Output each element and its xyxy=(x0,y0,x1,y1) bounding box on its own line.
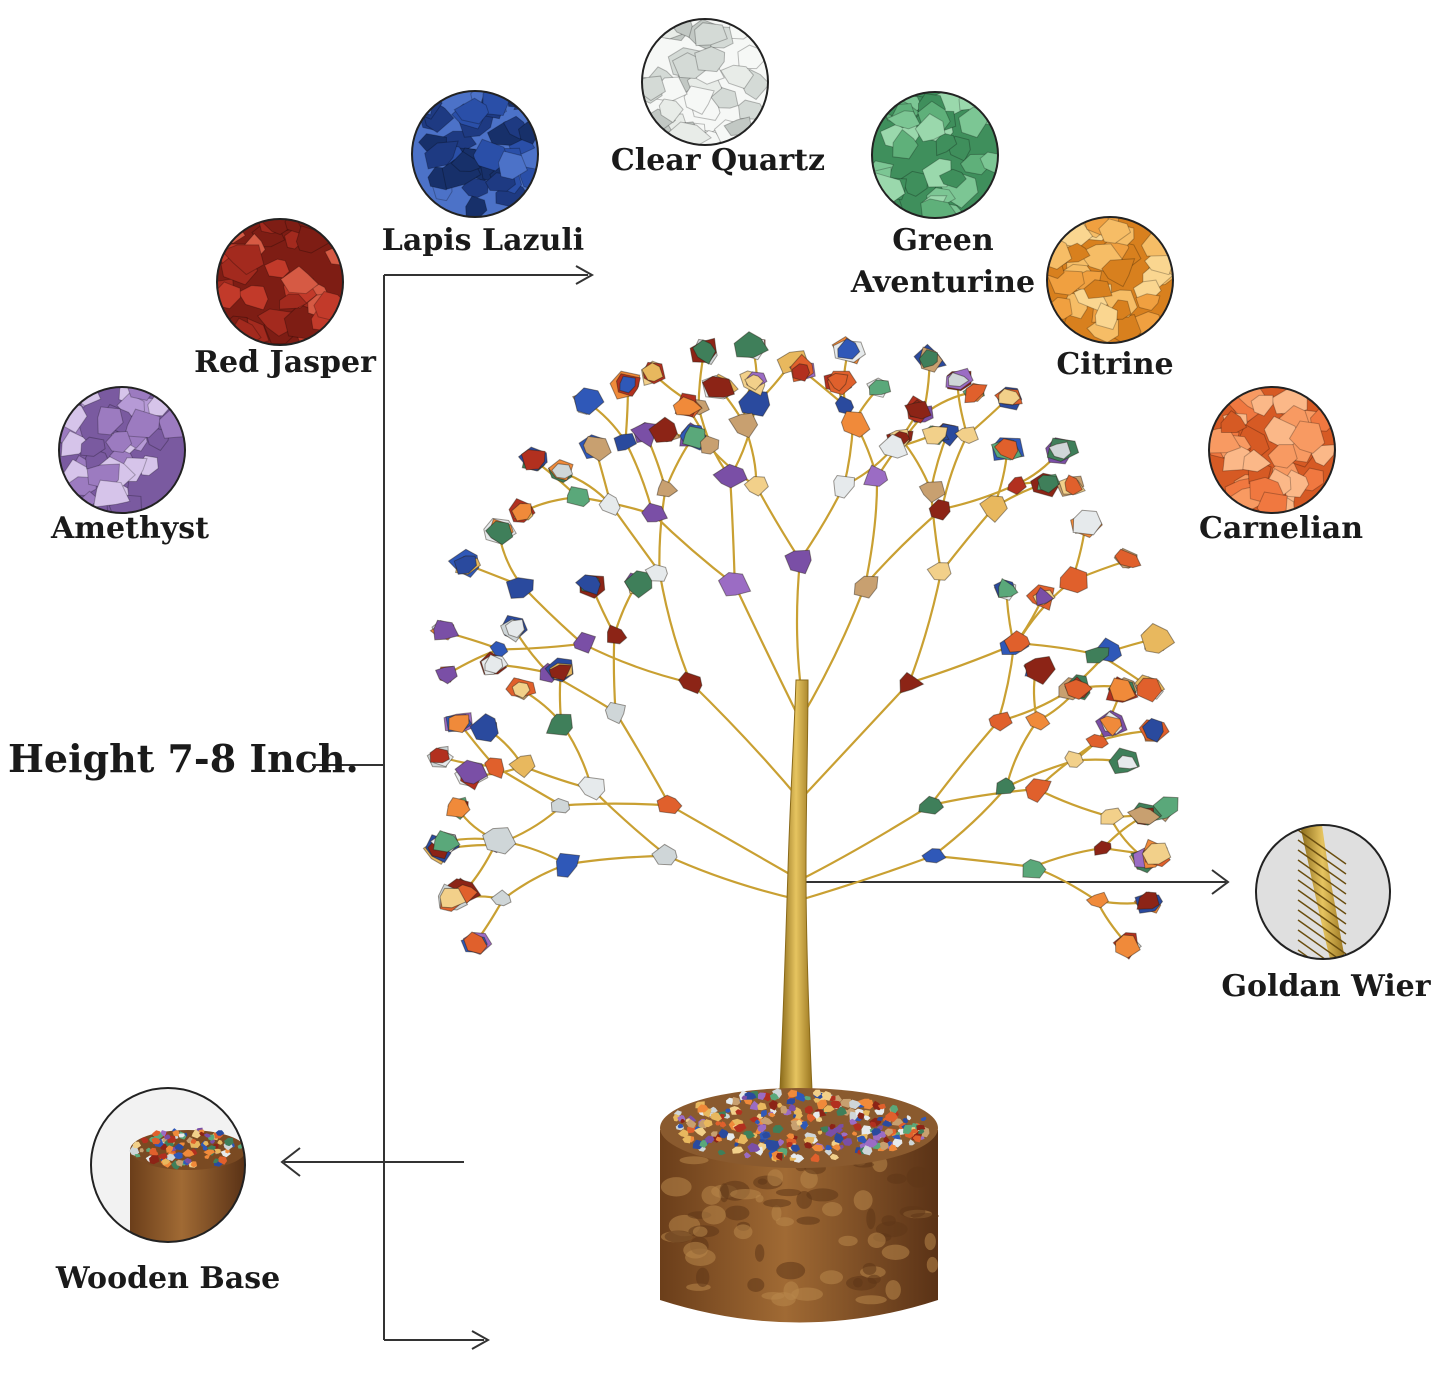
base-arrow xyxy=(280,1147,464,1177)
stone-label-citrine: Citrine xyxy=(1056,347,1174,382)
wire-label: Goldan Wier xyxy=(1221,969,1431,1004)
stone-label-carnelian: Carnelian xyxy=(1198,511,1364,546)
stone-label-red-jasper: Red Jasper xyxy=(194,345,376,380)
stone-label-clear-quartz: Clear Quartz xyxy=(610,143,826,178)
stone-swatch-red-jasper xyxy=(216,218,344,346)
wire-arrow xyxy=(800,869,1230,895)
pot-gravel xyxy=(673,1088,930,1163)
stone-label-green-aventurine: Green Aventurine xyxy=(850,223,1036,300)
stone-swatch-green-aventurine xyxy=(871,91,999,219)
wooden-base-pot xyxy=(660,1088,939,1323)
height-label: Height 7-8 Inch. xyxy=(8,736,359,781)
stone-label-lapis-lazuli: Lapis Lazuli xyxy=(381,223,585,258)
tree-trunk xyxy=(779,679,813,1091)
gemstone-tree xyxy=(422,331,1179,1091)
base-label: Wooden Base xyxy=(55,1261,281,1296)
stone-swatch-amethyst xyxy=(58,386,186,514)
stone-swatch-citrine xyxy=(1046,216,1174,344)
stone-swatch-lapis-lazuli xyxy=(411,90,539,218)
golden-wire-detail xyxy=(1255,824,1391,960)
wooden-base-detail xyxy=(90,1087,246,1243)
wood-texture xyxy=(660,1155,939,1307)
stone-swatch-clear-quartz xyxy=(641,18,769,146)
stone-label-amethyst: Amethyst xyxy=(51,511,209,546)
gemstone-chips xyxy=(422,331,1179,960)
stone-swatch-carnelian xyxy=(1208,386,1336,514)
